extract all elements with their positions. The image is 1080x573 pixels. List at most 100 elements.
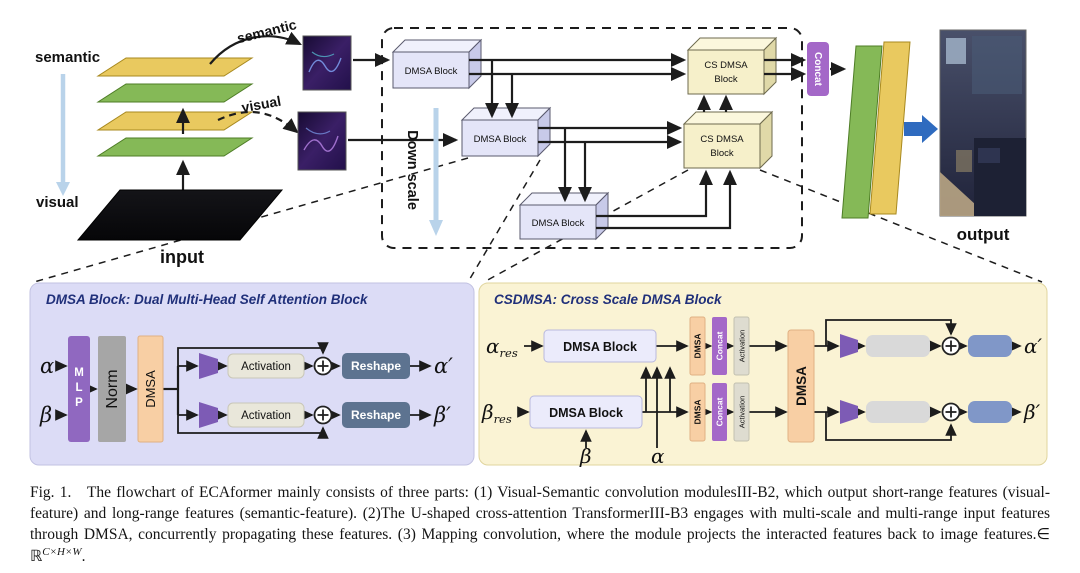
feature-block-gray-top bbox=[866, 335, 930, 357]
projection-trapezoid-bottom bbox=[199, 402, 218, 428]
caption-period: . bbox=[81, 548, 86, 566]
semantic-visual-axis-arrow bbox=[56, 74, 70, 196]
activation-small-top bbox=[733, 316, 750, 376]
dmsa-vertical-label: DMSA bbox=[143, 370, 158, 408]
semantic-axis-label: semantic bbox=[35, 49, 100, 66]
caption-superscript: C×H×W bbox=[42, 546, 82, 559]
caption-text: Fig. 1. The flowchart of ECAformer mainl… bbox=[30, 484, 1050, 566]
feature-layer-stack bbox=[96, 57, 254, 157]
cs-dmsa-1-label-line2: Block bbox=[714, 74, 737, 85]
activation-small-bottom-label: Activation bbox=[738, 396, 747, 429]
beta-output-label: β′ bbox=[1023, 400, 1041, 424]
dmsa-panel-title: DMSA Block: Dual Multi-Head Self Attenti… bbox=[46, 292, 369, 307]
projection-trapezoid-top bbox=[199, 353, 218, 379]
output-layer-green bbox=[841, 45, 883, 219]
add-icon bbox=[313, 405, 333, 425]
figure-caption: Fig. 1. The flowchart of ECAformer mainl… bbox=[30, 482, 1050, 567]
downscale-indicator: Down scale bbox=[404, 108, 443, 236]
cs-dmsa-block-2: CS DMSA Block bbox=[682, 110, 774, 170]
dmsa-small-top-label: DMSA bbox=[693, 333, 703, 358]
layer-green-1 bbox=[96, 83, 254, 103]
feature-block-blue-top bbox=[968, 335, 1012, 357]
dmsa-block-bottom bbox=[529, 395, 643, 429]
semantic-flow-arrow bbox=[209, 31, 302, 65]
activation-label-bottom: Activation bbox=[241, 410, 291, 422]
transformer-dashed-box bbox=[381, 27, 803, 249]
semantic-feature-image bbox=[302, 35, 352, 91]
activation-label-top: Activation bbox=[241, 361, 291, 373]
cs-dmsa-2-label-line1: CS DMSA bbox=[700, 134, 744, 145]
layer-yellow-1 bbox=[96, 57, 254, 77]
dmsa-big-block bbox=[787, 329, 815, 443]
output-layer-yellow bbox=[869, 41, 911, 215]
output-label: output bbox=[957, 225, 1010, 244]
visual-feature-image bbox=[297, 111, 347, 171]
concat-block bbox=[807, 42, 829, 96]
add-icon bbox=[941, 336, 961, 356]
connector-arrows-csdmsa-panel bbox=[517, 319, 1022, 448]
csdmsa-panel-title: CSDMSA: Cross Scale DMSA Block bbox=[494, 292, 723, 307]
beta-res-label: βres bbox=[481, 400, 512, 426]
dmsa-block-1-label: DMSA Block bbox=[405, 66, 458, 77]
concat-small-bottom bbox=[712, 383, 727, 441]
activation-block-top bbox=[227, 353, 305, 379]
add-icon bbox=[941, 402, 961, 422]
mlp-block bbox=[68, 336, 90, 442]
downscale-label: Down scale bbox=[404, 130, 420, 210]
visual-axis-label: visual bbox=[36, 194, 79, 211]
reshape-block-top bbox=[342, 353, 410, 379]
reshape-label-bottom: Reshape bbox=[351, 408, 401, 422]
dmsa-block-3-label: DMSA Block bbox=[532, 218, 585, 229]
norm-label: Norm bbox=[104, 369, 121, 408]
dmsa-small-bottom-label: DMSA bbox=[693, 399, 703, 424]
input-image bbox=[76, 189, 284, 241]
csdmsa-panel-background bbox=[478, 282, 1048, 466]
dmsa-block-2: DMSA Block bbox=[460, 106, 552, 158]
feature-block-blue-bottom bbox=[968, 401, 1012, 423]
mapping-arrow bbox=[904, 115, 938, 143]
concat-label: Concat bbox=[812, 52, 823, 87]
dmsa-block-top-label: DMSA Block bbox=[563, 340, 637, 354]
concat-small-bottom-label: Concat bbox=[715, 397, 725, 426]
reshape-label-top: Reshape bbox=[351, 359, 401, 373]
architecture-diagram: DMSA Block: Dual Multi-Head Self Attenti… bbox=[29, 16, 1048, 468]
layer-yellow-2 bbox=[96, 111, 254, 131]
dmsa-block-vertical bbox=[137, 335, 164, 443]
dmsa-block-bottom-label: DMSA Block bbox=[549, 406, 623, 420]
dmsa-block-top bbox=[543, 329, 657, 363]
input-label: input bbox=[160, 247, 204, 267]
csdmsa-detail-panel: CSDMSA: Cross Scale DMSA Block αres βres bbox=[478, 282, 1048, 468]
cs-dmsa-block-1: CS DMSA Block bbox=[686, 36, 778, 96]
beta-cross-input-label: β bbox=[579, 444, 592, 468]
activation-block-bottom bbox=[227, 402, 305, 428]
visual-flow-arrow bbox=[217, 111, 299, 134]
activation-small-bottom bbox=[733, 382, 750, 442]
concat-small-top-label: Concat bbox=[715, 331, 725, 360]
semantic-arrow-label: semantic bbox=[235, 16, 298, 46]
visual-arrow-label: visual bbox=[240, 93, 282, 116]
projection-trapezoid-top bbox=[840, 334, 858, 358]
output-image bbox=[939, 29, 1027, 217]
activation-small-top-label: Activation bbox=[738, 330, 747, 363]
alpha-cross-input-label: α bbox=[651, 444, 665, 468]
layer-green-2 bbox=[96, 137, 254, 157]
dmsa-small-bottom bbox=[689, 382, 706, 442]
dmsa-big-label: DMSA bbox=[794, 366, 809, 406]
connector-arrows-dmsa-panel bbox=[55, 342, 432, 439]
add-icon bbox=[313, 356, 333, 376]
reshape-block-bottom bbox=[342, 402, 410, 428]
dmsa-small-top bbox=[689, 316, 706, 376]
dmsa-detail-panel: DMSA Block: Dual Multi-Head Self Attenti… bbox=[29, 282, 475, 466]
concat-small-top bbox=[712, 317, 727, 375]
beta-input-label: β bbox=[39, 403, 52, 427]
dmsa-block-2-label: DMSA Block bbox=[474, 134, 527, 145]
alpha-res-label: αres bbox=[486, 334, 518, 360]
alpha-output-label: α′ bbox=[434, 354, 453, 378]
projection-trapezoid-bottom bbox=[840, 400, 858, 424]
norm-block bbox=[98, 336, 126, 442]
cs-dmsa-2-label-line2: Block bbox=[710, 148, 733, 159]
beta-output-label: β′ bbox=[433, 403, 451, 427]
alpha-input-label: α bbox=[40, 354, 54, 378]
